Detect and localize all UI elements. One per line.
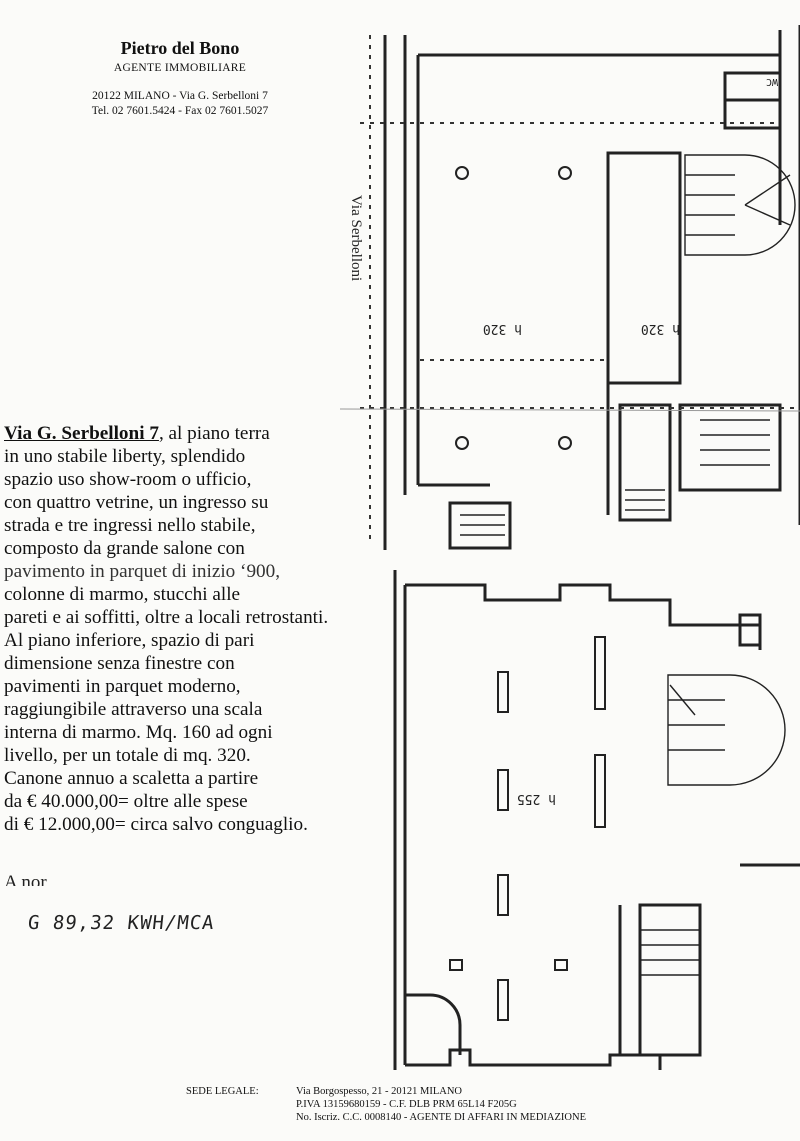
upper-room-label: h 320 [641, 321, 680, 336]
description-line: con quattro vetrine, un ingresso su [4, 492, 269, 513]
property-title: Via G. Serbelloni 7 [4, 423, 159, 444]
footer-registration: No. Iscriz. C.C. 0008140 - AGENTE DI AFF… [296, 1112, 586, 1123]
footer-tax-ids: P.IVA 13159680159 - C.F. DLB PRM 65L14 F… [296, 1099, 517, 1110]
description-line: pavimento in parquet di inizio ‘900, [4, 561, 281, 582]
cut-off-line: A nor [4, 872, 47, 886]
description-line: interna di marmo. Mq. 160 ad ogni [4, 722, 273, 743]
wc-label: WC [766, 76, 778, 87]
description-line: dimensione senza finestre con [4, 653, 235, 674]
description-line: di € 12.000,00= circa salvo conguaglio. [4, 814, 308, 835]
description-line: livello, per un totale di mq. 320. [4, 745, 251, 766]
footer-address: Via Borgospesso, 21 - 20121 MILANO [296, 1086, 463, 1097]
footer-label: SEDE LEGALE: [186, 1086, 259, 1097]
description-line: Al piano inferiore, spazio di pari [4, 630, 255, 651]
letterhead: Pietro del Bono AGENTE IMMOBILIARE 20122… [60, 38, 300, 117]
description-line: spazio uso show-room o ufficio, [4, 469, 252, 490]
description-line: in uno stabile liberty, splendido [4, 446, 246, 467]
street-label: Via Serbelloni [348, 195, 364, 281]
description-line: composto da grande salone con [4, 538, 245, 559]
description-line: pareti e ai soffitti, oltre a locali ret… [4, 607, 329, 628]
property-description: Via G. Serbelloni 7, al piano terra in u… [0, 410, 376, 900]
agent-address: 20122 MILANO - Via G. Serbelloni 7 [92, 90, 268, 102]
description-line: da € 40.000,00= oltre alle spese [4, 791, 248, 812]
agent-name: Pietro del Bono [120, 38, 240, 58]
description-line: strada e tre ingressi nello stabile, [4, 515, 256, 536]
agent-contacts: Tel. 02 7601.5424 - Fax 02 7601.5027 [91, 105, 269, 117]
upper-area-label: h 320 [483, 321, 522, 336]
energy-class-note: G 89,32 KWH/MCA [26, 912, 216, 934]
description-line: colonne di marmo, stucchi alle [4, 584, 241, 605]
footer: SEDE LEGALE: Via Borgospesso, 21 - 20121 … [186, 1085, 586, 1124]
agent-title: AGENTE IMMOBILIARE [113, 62, 247, 74]
floor-plan: Via Serbelloni h 320 h 320 WC h 255 [340, 25, 800, 1070]
description-line: pavimenti in parquet moderno, [4, 676, 241, 697]
description-line: Canone annuo a scaletta a partire [4, 768, 259, 789]
lower-area-label: h 255 [517, 791, 556, 806]
description-line: raggiungibile attraverso una scala [4, 699, 263, 720]
description-line: Via G. Serbelloni 7, al piano terra [4, 423, 270, 444]
